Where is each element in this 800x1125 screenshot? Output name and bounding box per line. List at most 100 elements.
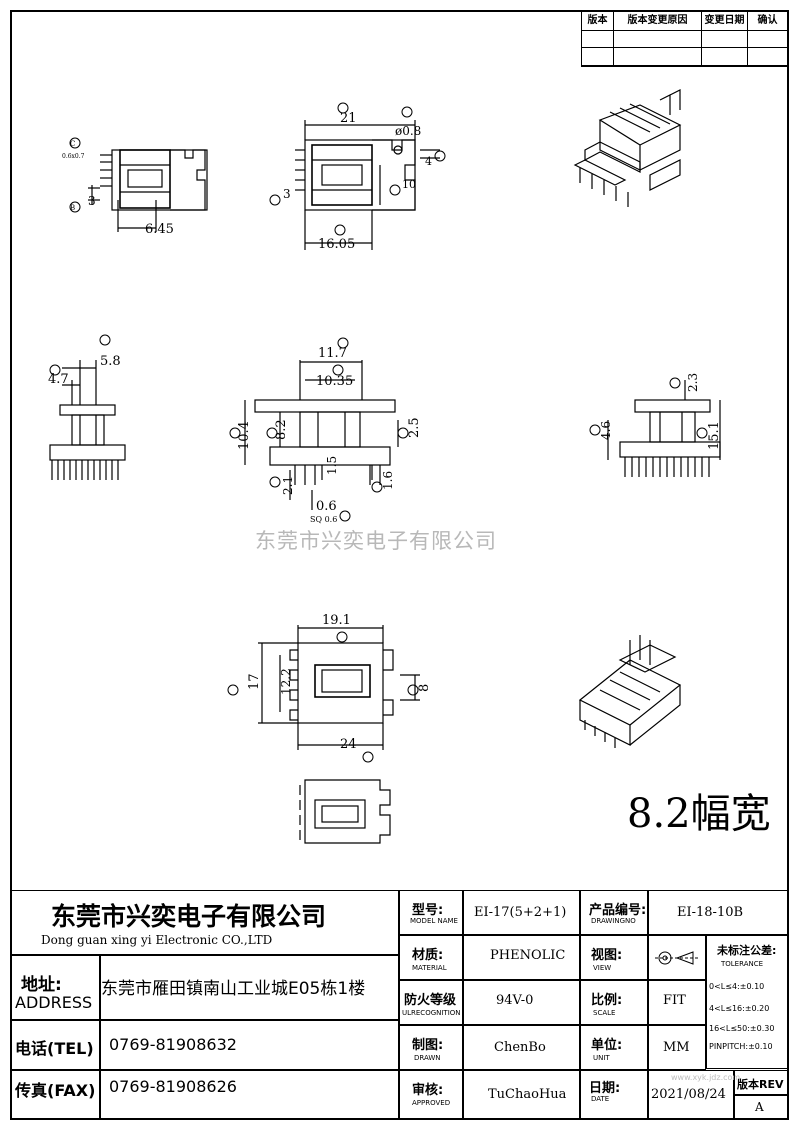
rev-cell	[748, 48, 788, 66]
address-label-cell: 地址: ADDRESS	[10, 955, 100, 1020]
view-label-cell: 视图: VIEW	[580, 935, 648, 980]
view-bottom-plan	[258, 625, 420, 844]
fire-label-en: ULRECOGNITION	[402, 1009, 461, 1017]
fire-label: 防火等级	[404, 993, 457, 1008]
unit-label-cell: 单位: UNIT	[580, 1025, 648, 1070]
dim-8: 8	[417, 684, 432, 692]
tolerance-cell: 未标注公差: TOLERANCE 0<L≤4:±0.10 4<L≤16:±0.2…	[706, 935, 789, 1069]
date-label-en: DATE	[591, 1095, 610, 1103]
fax-value: 0769-81908626	[109, 1077, 237, 1096]
dim-24: 24	[340, 737, 357, 752]
model-label: 型号:	[412, 903, 444, 918]
dim-6-45: 6.45	[145, 222, 174, 237]
site-watermark: www.xyk.jdz.com	[671, 1073, 741, 1082]
unit-value: MM	[663, 1040, 690, 1055]
address-label-en: ADDRESS	[15, 993, 93, 1012]
view-label-en: VIEW	[593, 964, 612, 972]
dim-sq-0-6: SQ 0.6	[310, 515, 337, 524]
projection-symbol-icon	[655, 951, 699, 965]
dim-8-2: 8.2	[274, 419, 289, 440]
dim-phi-0-8: ø0.8	[395, 124, 421, 138]
drawingno-label: 产品编号:	[589, 903, 647, 918]
dim-21: 21	[340, 111, 357, 126]
material-label: 材质:	[412, 948, 444, 963]
fire-label-cell: 防火等级 ULRECOGNITION	[399, 980, 463, 1025]
scale-value-cell: FIT	[648, 980, 706, 1025]
drawingno-value: EI-18-10B	[677, 905, 744, 920]
company-name-en: Dong guan xing yi Electronic CO.,LTD	[41, 933, 273, 947]
rev-value: A	[755, 1100, 764, 1114]
address-label-cn: 地址:	[21, 975, 62, 995]
dim-11-7: 11.7	[318, 346, 347, 361]
date-label: 日期:	[589, 1081, 621, 1096]
material-label-cell: 材质: MATERIAL	[399, 935, 463, 980]
company-name-cn: 东莞市兴奕电子有限公司	[51, 902, 327, 931]
rev-cell	[582, 48, 614, 66]
rev-cell	[614, 48, 702, 66]
tolerance-label-en: TOLERANCE	[721, 960, 764, 968]
rev-cell	[702, 48, 748, 66]
drawn-label: 制图:	[412, 1038, 444, 1053]
tel-label: 电话(TEL)	[15, 1039, 94, 1058]
rev-value-cell: A	[734, 1095, 789, 1120]
drawingno-label-en: DRAWINGNO	[591, 917, 636, 925]
view-mid-right	[607, 380, 721, 477]
approved-label: 审核:	[412, 1083, 444, 1098]
dim-1-6: 1.6	[381, 471, 395, 490]
unit-label: 单位:	[591, 1038, 623, 1053]
drawingno-label-cell: 产品编号: DRAWINGNO	[580, 890, 648, 935]
width-note: 8.2幅宽	[627, 791, 771, 837]
label-c: C	[70, 140, 75, 148]
unit-label-en: UNIT	[593, 1054, 610, 1062]
dim-5-8: 5.8	[100, 354, 121, 369]
tel-label-cell: 电话(TEL)	[10, 1020, 100, 1070]
view-mid-left	[49, 360, 126, 480]
fire-value: 94V-0	[496, 993, 534, 1008]
date-value: 2021/08/24	[651, 1087, 726, 1102]
rev-header-reason: 版本变更原因	[614, 12, 702, 31]
date-value-cell: www.xyk.jdz.com 2021/08/24	[648, 1070, 740, 1120]
rev-header-confirm: 确认	[748, 12, 788, 31]
dim-4-6: 4.6	[599, 421, 613, 440]
tolerance-row: 0<L≤4:±0.10	[709, 982, 765, 991]
dim-19-1: 19.1	[322, 613, 351, 628]
scale-value: FIT	[663, 993, 686, 1008]
unit-value-cell: MM	[648, 1025, 706, 1070]
tel-value: 0769-81908632	[109, 1035, 237, 1054]
fax-label-cell: 传真(FAX)	[10, 1070, 100, 1120]
drawingno-value-cell: EI-18-10B	[648, 890, 789, 935]
dim-2-1: 2.1	[281, 476, 295, 495]
fax-label: 传真(FAX)	[15, 1081, 96, 1100]
dim-12-2: 12.2	[279, 668, 293, 695]
approved-value-cell: TuChaoHua	[463, 1070, 580, 1120]
drawn-label-cell: 制图: DRAWN	[399, 1025, 463, 1070]
address-value: 东莞市雁田镇南山工业城E05栋1楼	[101, 979, 366, 999]
date-label-cell: 日期: DATE	[580, 1070, 648, 1120]
rev-header-version: 版本	[582, 12, 614, 31]
view-symbol-cell	[648, 935, 706, 980]
material-value-cell: PHENOLIC	[463, 935, 580, 980]
tolerance-row: 16<L≤50:±0.30	[709, 1024, 775, 1033]
rev-cell	[748, 31, 788, 48]
address-value-cell: 东莞市雁田镇南山工业城E05栋1楼	[100, 955, 399, 1020]
rev-header-date: 变更日期	[702, 12, 748, 31]
dim-3-front: 3	[88, 194, 96, 208]
view-isometric-bottom	[578, 635, 682, 748]
model-value-cell: EI-17(5+2+1)	[463, 890, 580, 935]
tolerance-label: 未标注公差:	[717, 944, 777, 957]
dim-0-6: 0.6	[316, 499, 337, 514]
scale-label: 比例:	[591, 993, 623, 1008]
view-mid-center	[244, 360, 399, 510]
label-b: B	[70, 204, 75, 212]
fax-value-cell: 0769-81908626	[100, 1070, 399, 1120]
material-value: PHENOLIC	[490, 948, 566, 963]
rev-cell	[614, 31, 702, 48]
model-label-cell: 型号: MODEL NAME	[399, 890, 463, 935]
scale-label-cell: 比例: SCALE	[580, 980, 648, 1025]
dim-15-1: 15.1	[707, 421, 722, 450]
drawing-labels	[49, 102, 708, 763]
revision-table: 版本 版本变更原因 变更日期 确认	[581, 12, 788, 67]
model-value: EI-17(5+2+1)	[474, 905, 567, 920]
scale-label-en: SCALE	[593, 1009, 616, 1017]
view-label: 视图:	[591, 948, 623, 963]
